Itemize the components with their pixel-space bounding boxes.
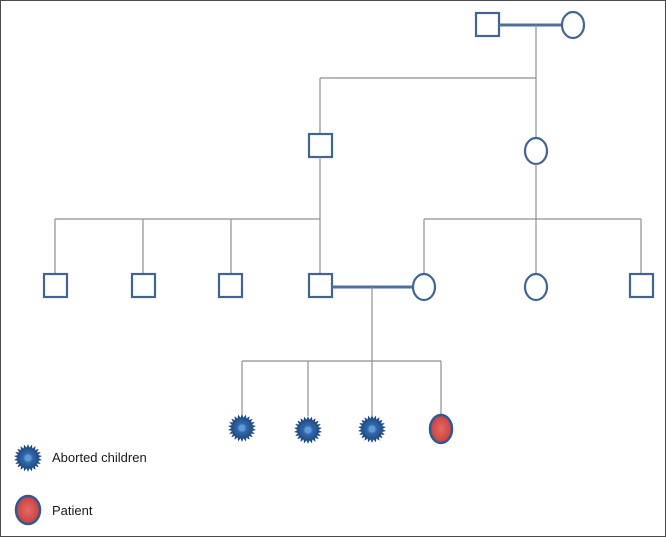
gen1-female — [560, 10, 586, 40]
gen3-male-1 — [42, 272, 69, 299]
gen3-male-4-father — [307, 272, 334, 299]
legend-aborted-label: Aborted children — [52, 450, 147, 465]
gen2-female — [523, 136, 549, 166]
legend-aborted-icon — [14, 444, 42, 472]
gen4-patient — [428, 413, 454, 445]
gen1-male — [474, 11, 501, 38]
gen3-male-3 — [217, 272, 244, 299]
gen3-female-mother — [411, 272, 437, 302]
gen3-male-2 — [130, 272, 157, 299]
gen3-male-5 — [628, 272, 655, 299]
legend-patient-symbol — [14, 494, 42, 526]
gen2-male — [307, 132, 334, 159]
gen4-aborted-3 — [358, 415, 386, 443]
gen4-aborted-1 — [228, 414, 256, 442]
legend-patient-label: Patient — [52, 503, 93, 518]
gen3-female-2 — [523, 272, 549, 302]
gen4-aborted-2 — [294, 416, 322, 444]
